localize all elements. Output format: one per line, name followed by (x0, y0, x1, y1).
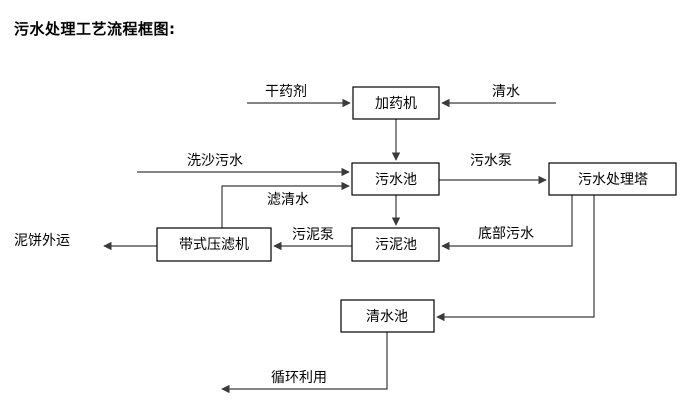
edge-clean-water-pool-to-recycle-use (221, 332, 388, 394)
node-box-sludge-pool[interactable] (351, 227, 440, 262)
edge-label-sand-wash-sewage: 洗沙污水 (187, 153, 243, 169)
edge-treatment-tower-to-clean-water-pool (436, 195, 595, 322)
edge-label-recycle-use: 循环利用 (271, 370, 327, 386)
node-box-belt-filter-press[interactable] (156, 227, 272, 262)
node-box-clean-water-pool[interactable] (340, 299, 435, 333)
node-label-treatment-tower: 污水处理塔 (578, 172, 648, 188)
node-label-clean-water-pool: 清水池 (366, 309, 408, 325)
edge-label-clean-water-in: 清水 (492, 84, 520, 100)
node-label-sludge-pool: 污泥池 (375, 237, 417, 253)
edge-label-sludge-pump: 污泥泵 (292, 227, 334, 243)
terminal-label-mud-cake-transport: 泥饼外运 (14, 233, 70, 249)
edge-label-sewage-pump: 污水泵 (470, 153, 512, 169)
edge-belt-filter-press-to-sewage-pool (221, 181, 350, 228)
node-clean-water-pool[interactable]: 清水池 (340, 299, 435, 333)
node-sludge-pool[interactable]: 污泥池 (351, 227, 440, 262)
edge-treatment-tower-to-sludge-pool (441, 195, 573, 251)
node-label-sewage-pool: 污水池 (375, 172, 417, 188)
node-box-treatment-tower[interactable] (548, 162, 677, 196)
node-dosing-machine[interactable]: 加药机 (352, 86, 440, 120)
page-title: 污水处理工艺流程框图: (14, 20, 176, 38)
edge-label-bottom-sewage: 底部污水 (478, 226, 534, 242)
edge-label-dry-agent: 干药剂 (265, 84, 307, 100)
node-sewage-pool[interactable]: 污水池 (351, 162, 440, 196)
edge-label-filtrate-clear-water: 滤清水 (267, 192, 309, 208)
node-treatment-tower[interactable]: 污水处理塔 (548, 162, 677, 196)
node-box-dosing-machine[interactable] (352, 86, 440, 120)
node-label-dosing-machine: 加药机 (375, 96, 417, 112)
node-label-belt-filter-press: 带式压滤机 (179, 237, 249, 253)
node-box-sewage-pool[interactable] (351, 162, 440, 196)
node-belt-filter-press[interactable]: 带式压滤机 (156, 227, 272, 262)
